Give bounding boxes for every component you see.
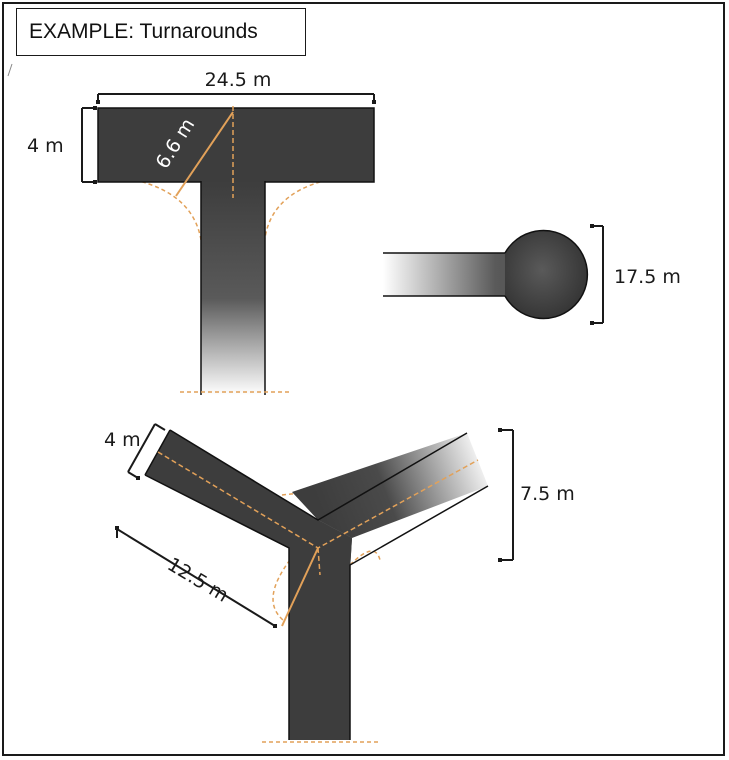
t-turnaround: 6.6 m 24.5 m 4 m bbox=[27, 69, 376, 395]
t-turnaround-stem bbox=[201, 181, 265, 395]
y-turnaround-curve-left bbox=[272, 559, 291, 621]
t-turnaround-depth-label: 4 m bbox=[27, 135, 64, 157]
y-turnaround-length-dimension bbox=[115, 526, 277, 628]
y-turnaround-edge-left bbox=[169, 429, 468, 521]
y-turnaround-height-label: 7.5 m bbox=[520, 483, 575, 505]
y-turnaround-height-dimension bbox=[498, 428, 514, 562]
y-turnaround-arm-end bbox=[144, 429, 171, 476]
t-turnaround-left-curve bbox=[134, 179, 203, 249]
y-turnaround-edge-lower-right bbox=[349, 485, 489, 740]
cul-de-sac: 17.5 m bbox=[383, 224, 681, 325]
title-box: EXAMPLE: Turnarounds bbox=[16, 8, 306, 56]
y-turnaround: 4 m 12.5 m 7.5 m bbox=[104, 423, 575, 743]
y-turnaround-width-label: 4 m bbox=[104, 429, 141, 451]
y-turnaround-width-dimension bbox=[127, 423, 166, 480]
t-turnaround-crossbar bbox=[97, 107, 375, 183]
y-turnaround-center bbox=[289, 520, 352, 740]
corner-mark bbox=[7, 63, 13, 77]
y-turnaround-centerline-stem bbox=[317, 547, 321, 576]
y-turnaround-curve-right bbox=[349, 550, 381, 566]
t-turnaround-depth-dimension bbox=[81, 106, 97, 184]
t-turnaround-radius-line bbox=[175, 111, 234, 197]
t-turnaround-right-curve bbox=[263, 179, 328, 249]
page-title: EXAMPLE: Turnarounds bbox=[29, 20, 258, 43]
y-turnaround-length-label: 12.5 m bbox=[163, 553, 232, 606]
y-turnaround-left-arm bbox=[145, 430, 320, 550]
cul-de-sac-diameter-label: 17.5 m bbox=[614, 266, 681, 288]
cul-de-sac-diameter-dimension bbox=[590, 224, 604, 325]
t-turnaround-width-dimension bbox=[96, 93, 376, 104]
t-turnaround-width-label: 24.5 m bbox=[205, 69, 272, 91]
y-turnaround-radius-line bbox=[281, 547, 319, 627]
y-turnaround-edge-lower-left bbox=[144, 474, 290, 740]
cul-de-sac-circle bbox=[504, 229, 589, 320]
y-turnaround-right-arm bbox=[292, 433, 488, 538]
